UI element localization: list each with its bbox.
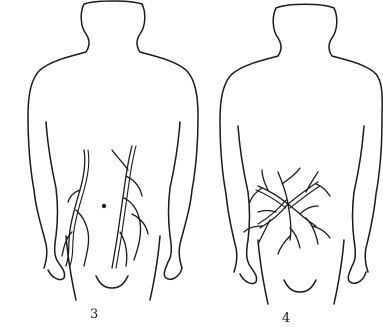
figure-4-label: 4 [282,312,290,325]
figure-3-veins [62,146,148,268]
figure-3-label: 3 [90,308,98,321]
figure-3-body-outline [28,1,198,268]
figure-3-torso [28,1,198,300]
figure-4-torso [220,4,382,304]
figure-4-hips [258,240,344,304]
figure-4-veins [244,168,330,254]
figure-4-left-arm [238,126,257,284]
figure-4-right-arm [348,126,366,283]
figure-3-hips [66,236,160,300]
figure-3-navel [102,204,106,208]
